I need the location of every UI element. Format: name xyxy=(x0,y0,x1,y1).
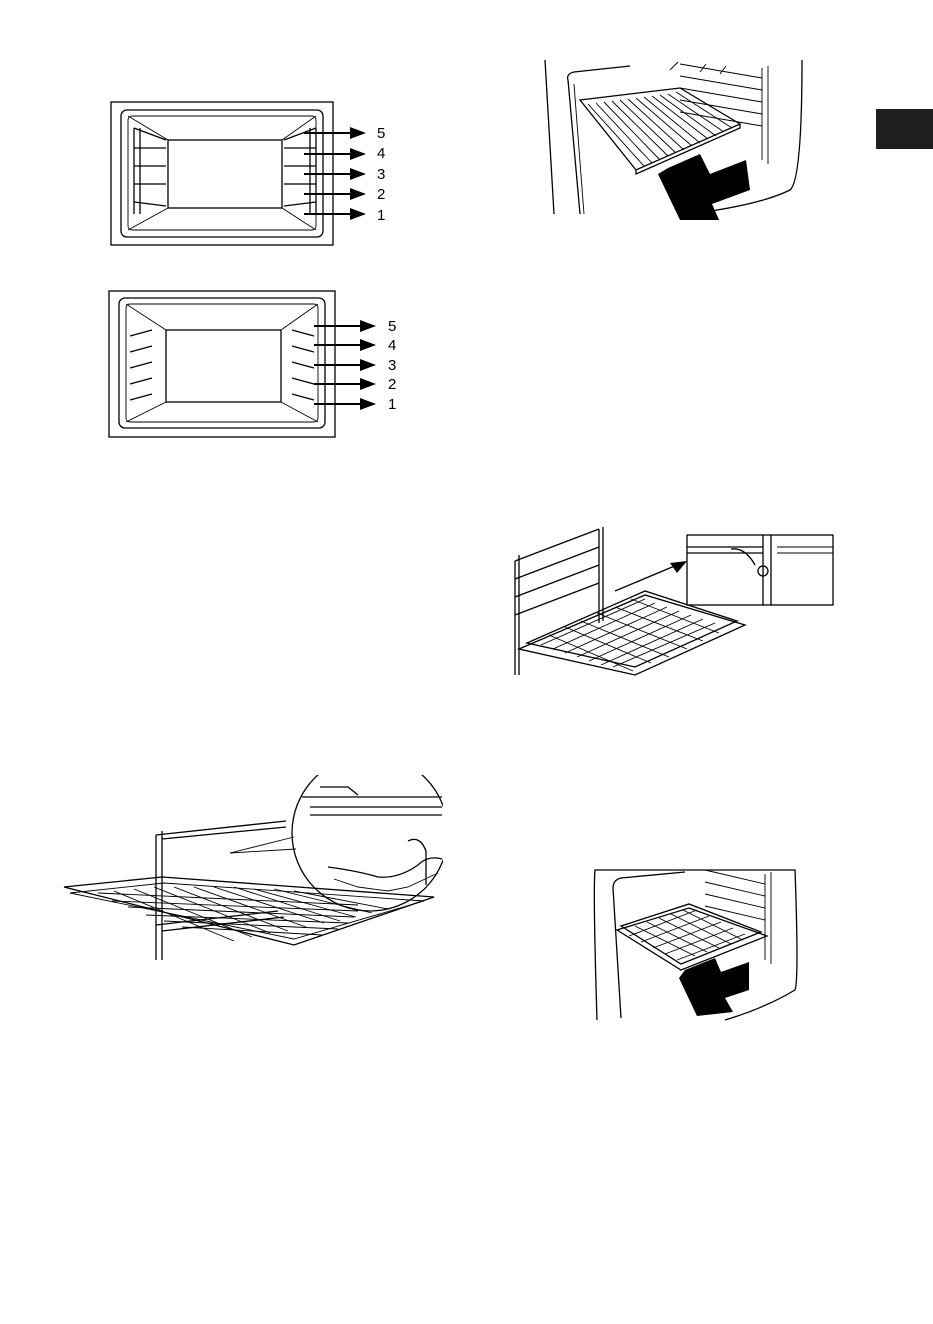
push-arrow-icon xyxy=(658,154,750,220)
level-label-4: 4 xyxy=(388,337,396,354)
level-arrows xyxy=(304,127,366,220)
insert-tray-illustration xyxy=(585,860,810,1022)
level-arrows xyxy=(314,320,376,410)
shelf-levels-embossed-diagram: 5 4 3 2 1 xyxy=(108,290,408,440)
zoom-callout-icon xyxy=(687,535,833,605)
section-tab xyxy=(876,109,933,149)
level-label-1: 1 xyxy=(377,207,385,224)
level-label-4: 4 xyxy=(377,145,385,162)
level-label-3: 3 xyxy=(388,357,396,374)
level-label-1: 1 xyxy=(388,396,396,413)
wire-shelf-detail-illustration xyxy=(58,775,443,970)
level-label-2: 2 xyxy=(377,186,385,203)
zoom-callout-icon xyxy=(230,775,443,911)
level-label-5: 5 xyxy=(377,125,385,142)
shelf-levels-wire-diagram: 5 4 3 2 1 xyxy=(108,100,408,250)
level-label-3: 3 xyxy=(377,166,385,183)
insert-rack-illustration xyxy=(540,60,810,220)
level-label-5: 5 xyxy=(388,318,396,335)
tray-stop-illustration xyxy=(505,525,845,685)
level-label-2: 2 xyxy=(388,376,396,393)
